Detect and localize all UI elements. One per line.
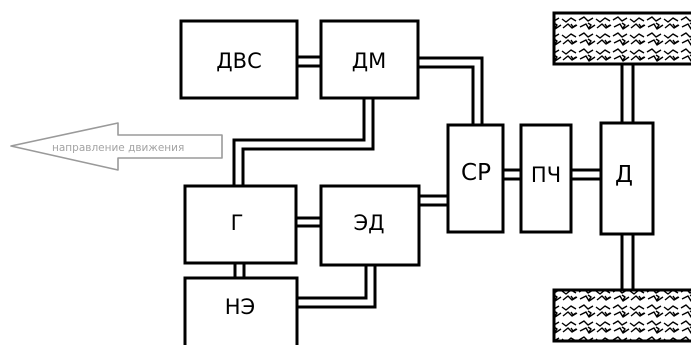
block-d: Д — [599, 121, 655, 236]
block-d-label: Д — [615, 162, 633, 188]
axle-top — [620, 64, 635, 123]
block-dm-label: ДМ — [352, 49, 387, 73]
direction-arrow-shape — [10, 122, 223, 171]
direction-arrow: направление движения — [10, 122, 223, 171]
block-ne-label: НЭ — [225, 295, 255, 319]
wheel-bottom — [552, 288, 691, 343]
shaft-g-ed — [296, 216, 321, 228]
shaft-dvs-dm — [297, 55, 321, 68]
shaft-dm-g — [232, 98, 375, 186]
wheel-top — [552, 11, 691, 66]
shaft-ed-sr — [419, 194, 448, 207]
block-g: Г — [183, 184, 298, 265]
connections — [232, 55, 635, 309]
shaft-ne-ed — [297, 265, 377, 309]
block-sr: СР — [446, 123, 505, 234]
block-dvs: ДВС — [179, 19, 299, 100]
block-ed: ЭД — [319, 184, 421, 267]
block-ed-label: ЭД — [353, 211, 384, 235]
block-pch-label: ПЧ — [531, 163, 561, 187]
block-ne: НЭ — [183, 276, 299, 345]
block-sr-label: СР — [461, 160, 491, 186]
block-g-label: Г — [231, 211, 244, 235]
block-pch: ПЧ — [519, 123, 573, 234]
block-dm: ДМ — [319, 19, 420, 100]
block-dvs-label: ДВС — [216, 49, 261, 73]
shaft-sr-pch — [503, 168, 521, 181]
axle-bottom — [620, 234, 635, 290]
direction-arrow-label: направление движения — [52, 142, 184, 154]
shaft-dm-sr — [418, 56, 484, 125]
shaft-g-ne — [233, 263, 246, 278]
shaft-pch-d — [571, 168, 601, 181]
